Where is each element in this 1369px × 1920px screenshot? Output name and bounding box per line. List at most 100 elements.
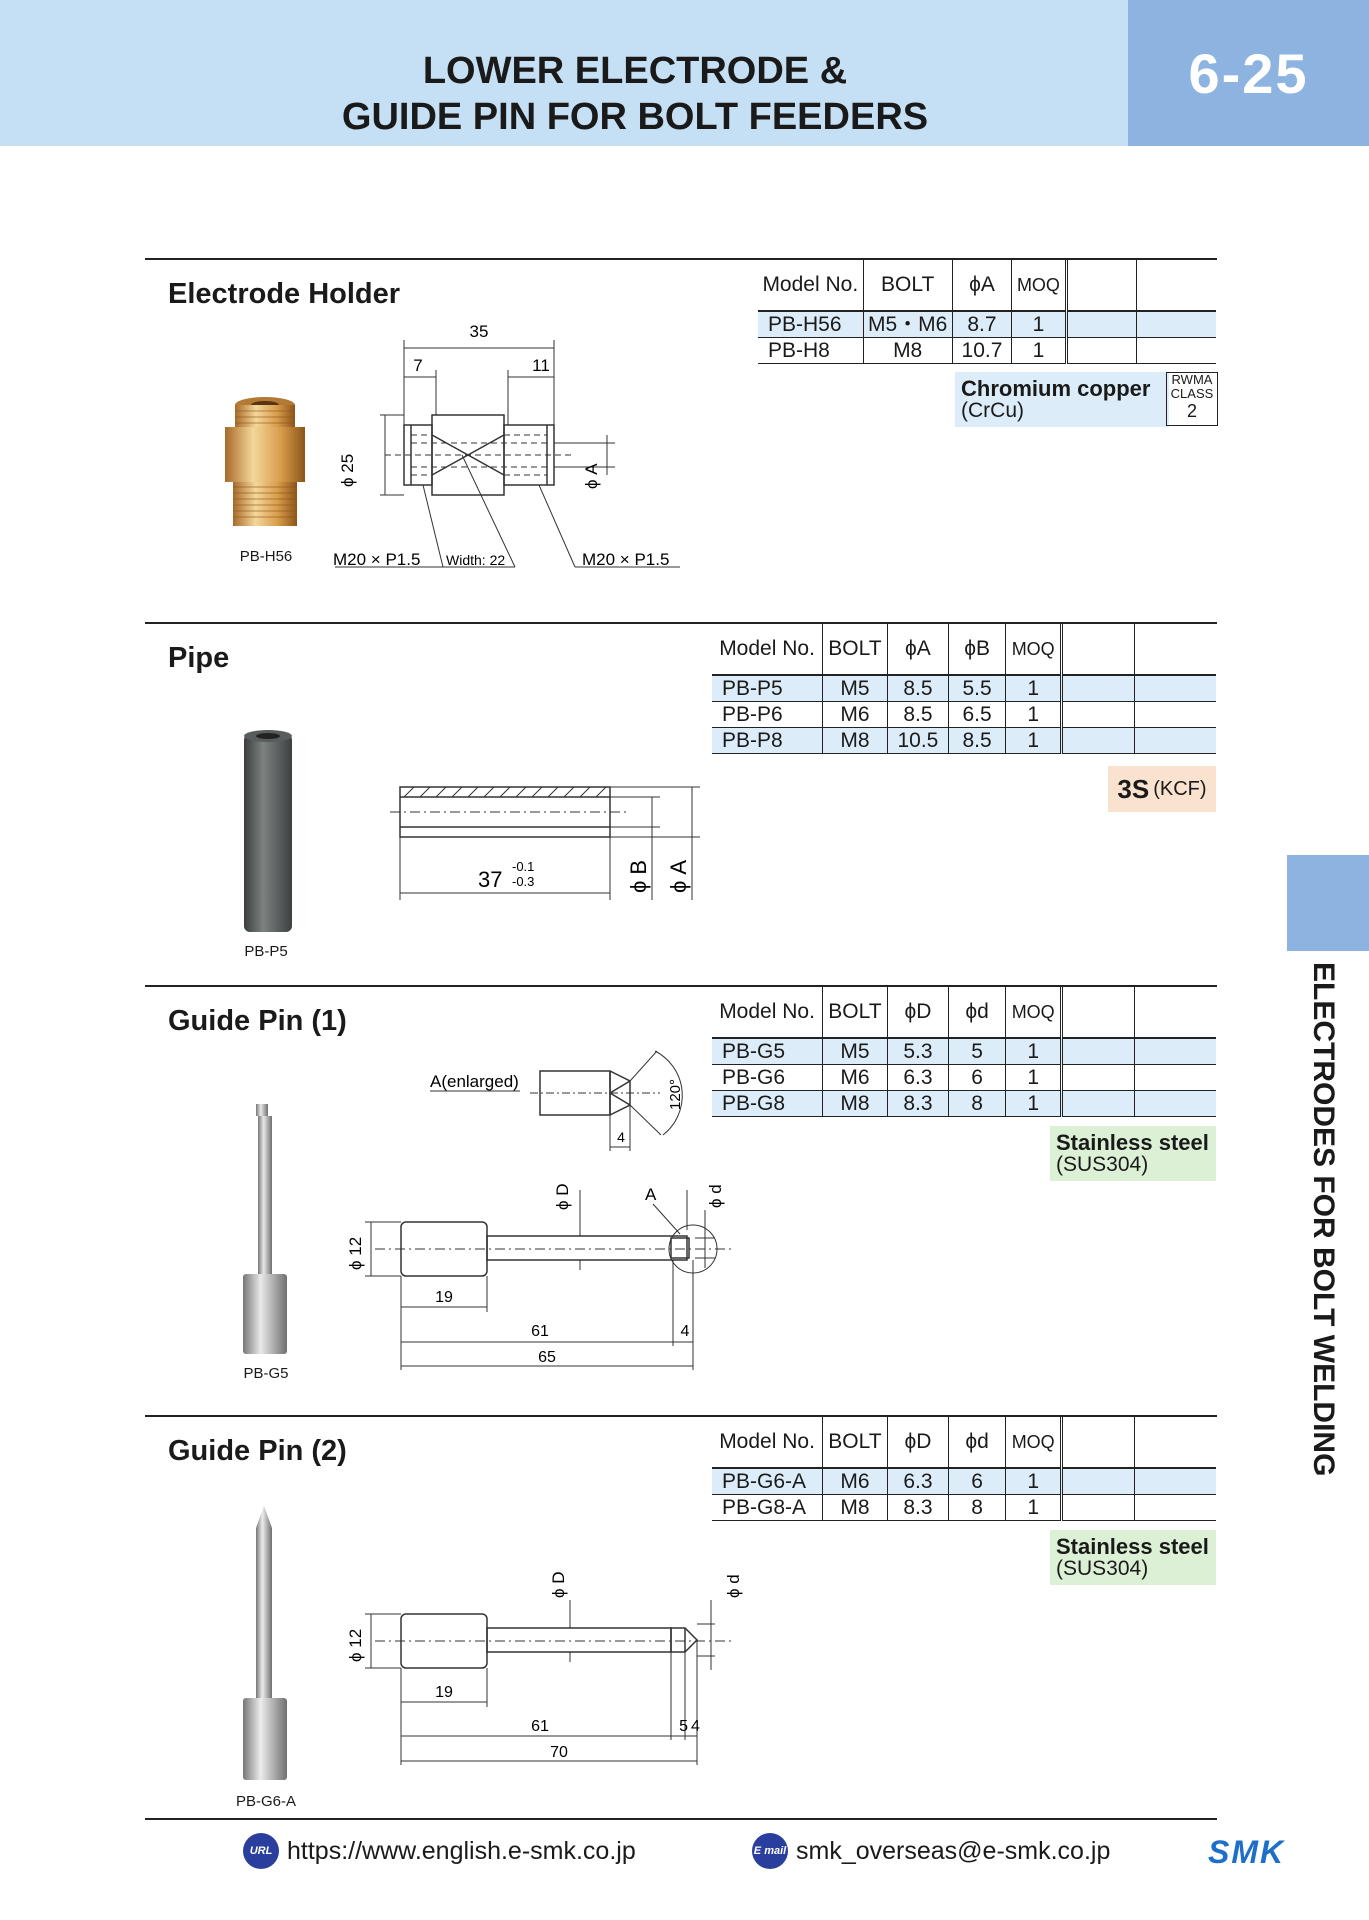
col-phiD: ϕD — [886, 987, 949, 1039]
dim-61: 61 — [531, 1718, 549, 1735]
cell-model: PB-G8-A — [712, 1494, 823, 1521]
table-row: PB-H8 M8 10.7 1 — [758, 337, 1216, 364]
cell-model: PB-G5 — [712, 1038, 823, 1065]
col-phiA: ϕA — [886, 624, 949, 676]
side-tab: ELECTRODES FOR BOLT WELDING — [1292, 962, 1342, 1522]
cell-blank — [1133, 727, 1216, 754]
rwma-class-value: 2 — [1186, 401, 1197, 421]
section-divider — [145, 622, 1217, 624]
title-line-1: LOWER ELECTRODE & — [422, 50, 848, 92]
footer-email[interactable]: E mail smk_overseas@e-smk.co.jp — [752, 1833, 1110, 1869]
cell-bolt: M8 — [822, 1090, 888, 1117]
cell-blank — [1133, 1468, 1216, 1495]
dim-phiA: ϕ A — [582, 463, 601, 489]
cell-model: PB-P5 — [712, 675, 823, 702]
cell-blank — [1136, 337, 1216, 364]
cell-blank — [1060, 701, 1135, 728]
holder-caption: PB-H56 — [239, 548, 293, 565]
table-row: PB-G6-A M6 6.3 6 1 — [712, 1468, 1216, 1495]
footer-url[interactable]: URL https://www.english.e-smk.co.jp — [243, 1833, 636, 1869]
col-blank — [1060, 1417, 1135, 1469]
col-blank — [1060, 987, 1135, 1039]
section-title-pipe: Pipe — [168, 642, 230, 674]
cell-model: PB-H8 — [758, 337, 864, 364]
table-row: PB-H56 M5・M6 8.7 1 — [758, 311, 1216, 338]
cell-phid: 8 — [948, 1090, 1006, 1117]
col-phiA: ϕA — [951, 260, 1012, 312]
table-row: PB-G6 M6 6.3 6 1 — [712, 1064, 1216, 1091]
dim-dia12: ϕ 12 — [346, 1629, 365, 1662]
cell-bolt: M8 — [822, 727, 888, 754]
dim-4: 4 — [691, 1718, 700, 1735]
table-row: PB-G5 M5 5.3 5 1 — [712, 1038, 1216, 1065]
holder-drawing: 35 7 11 ϕ 25 ϕ A M20 × P1.5 Width: 22 M2… — [333, 322, 680, 569]
cell-blank — [1136, 311, 1216, 338]
dim-dia25: ϕ 25 — [338, 454, 357, 487]
tip-angle: 120° — [667, 1079, 684, 1110]
material-code: (KCF) — [1153, 777, 1207, 800]
cell-phiD: 6.3 — [886, 1064, 949, 1091]
cell-phid: 6 — [948, 1064, 1006, 1091]
cell-phiA: 8.7 — [951, 311, 1012, 338]
cell-moq: 1 — [1005, 701, 1062, 728]
footer-divider — [145, 1818, 1217, 1820]
cell-bolt: M5 — [822, 675, 888, 702]
cell-phiA: 10.7 — [951, 337, 1012, 364]
table-row: PB-P8 M8 10.5 8.5 1 — [712, 727, 1216, 754]
col-blank — [1133, 1417, 1216, 1469]
material-badge-guide1: Stainless steel (SUS304) — [1050, 1126, 1216, 1181]
pipe-phiA: ϕ A — [666, 860, 691, 893]
col-phiD: ϕD — [886, 1417, 949, 1469]
cell-moq: 1 — [1005, 1038, 1062, 1065]
col-bolt: BOLT — [822, 624, 888, 676]
material-badge-guide2: Stainless steel (SUS304) — [1050, 1530, 1216, 1585]
col-model: Model No. — [712, 987, 823, 1039]
dim-width: Width: 22 — [446, 552, 505, 568]
col-model: Model No. — [712, 624, 823, 676]
cell-model: PB-P8 — [712, 727, 823, 754]
cell-phiB: 8.5 — [948, 727, 1006, 754]
cell-blank — [1060, 1494, 1135, 1521]
cell-moq: 1 — [1005, 1468, 1062, 1495]
col-moq: MOQ — [1005, 624, 1062, 676]
material-name: Stainless steel — [1056, 1534, 1209, 1559]
cell-blank — [1060, 1468, 1135, 1495]
holder-photo — [225, 397, 305, 526]
cell-blank — [1060, 675, 1135, 702]
cell-phiD: 8.3 — [886, 1090, 949, 1117]
url-link[interactable]: https://www.english.e-smk.co.jp — [287, 1836, 636, 1865]
col-bolt: BOLT — [862, 260, 953, 312]
guide1-caption: PB-G5 — [243, 1365, 289, 1382]
cell-blank — [1060, 1038, 1135, 1065]
dim-19: 19 — [435, 1684, 453, 1701]
pipe-length: 37 — [478, 867, 502, 892]
cell-phiB: 5.5 — [948, 675, 1006, 702]
col-bolt: BOLT — [822, 987, 888, 1039]
pipe-phiB: ϕ B — [626, 860, 651, 893]
dim-left: 7 — [413, 356, 422, 375]
dim-thread-left: M20 × P1.5 — [333, 550, 420, 569]
dim-total: 35 — [470, 322, 489, 341]
cell-moq: 1 — [1005, 1494, 1062, 1521]
cell-phiA: 8.5 — [886, 675, 949, 702]
cell-phiD: 5.3 — [886, 1038, 949, 1065]
cell-blank — [1060, 1064, 1135, 1091]
cell-blank — [1133, 701, 1216, 728]
col-blank — [1133, 624, 1216, 676]
pipe-tol-upper: -0.1 — [512, 859, 534, 874]
col-bolt: BOLT — [822, 1417, 888, 1469]
dim-70: 70 — [550, 1744, 568, 1761]
cell-model: PB-G6 — [712, 1064, 823, 1091]
email-link[interactable]: smk_overseas@e-smk.co.jp — [796, 1836, 1111, 1865]
table-row: PB-G8-A M8 8.3 8 1 — [712, 1494, 1216, 1521]
guide2-spec-table: Model No. BOLT ϕD ϕd MOQ PB-G6-A M6 6.3 … — [712, 1417, 1216, 1521]
guide1-photo — [243, 1104, 287, 1354]
col-phid: ϕd — [948, 1417, 1006, 1469]
dim-5: 5 — [679, 1718, 688, 1735]
cell-phid: 5 — [948, 1038, 1006, 1065]
cell-blank — [1133, 1494, 1216, 1521]
cell-model: PB-H56 — [758, 311, 864, 338]
table-row: PB-P6 M6 8.5 6.5 1 — [712, 701, 1216, 728]
cell-moq: 1 — [1005, 675, 1062, 702]
cell-phid: 8 — [948, 1494, 1006, 1521]
